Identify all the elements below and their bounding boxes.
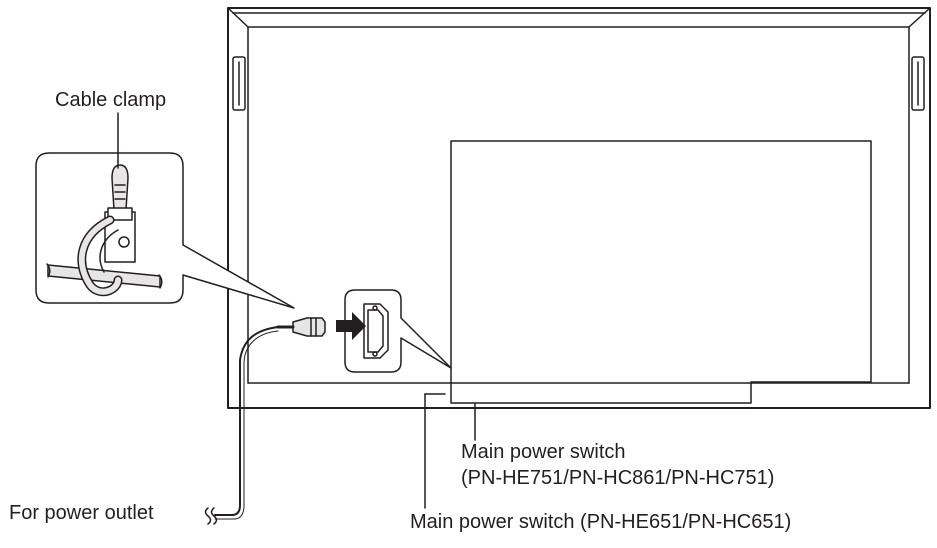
- left-handle: [232, 56, 246, 111]
- power-outlet-label: For power outlet: [9, 502, 154, 524]
- ac-inlet-detail: [344, 289, 452, 373]
- right-handle: [911, 56, 925, 111]
- ac-inlet-icon: [363, 303, 389, 359]
- main-switch-a-label-line2: (PN-HE751/PN-HC861/PN-HC751): [461, 467, 775, 489]
- monitor-rear-housing: [227, 7, 931, 409]
- main-switch-a-label-line1: Main power switch: [461, 441, 626, 463]
- terminal-panel-outline: [450, 140, 872, 404]
- power-plug-icon: [276, 317, 326, 337]
- insert-arrow-icon: [336, 312, 366, 340]
- cable-clamp-detail: [35, 152, 295, 309]
- cable-clamp-label: Cable clamp: [55, 89, 167, 111]
- main-switch-b-label: Main power switch (PN-HE651/PN-HC651): [410, 511, 792, 533]
- cord-break-mark: [204, 507, 218, 525]
- power-cord: [214, 326, 279, 516]
